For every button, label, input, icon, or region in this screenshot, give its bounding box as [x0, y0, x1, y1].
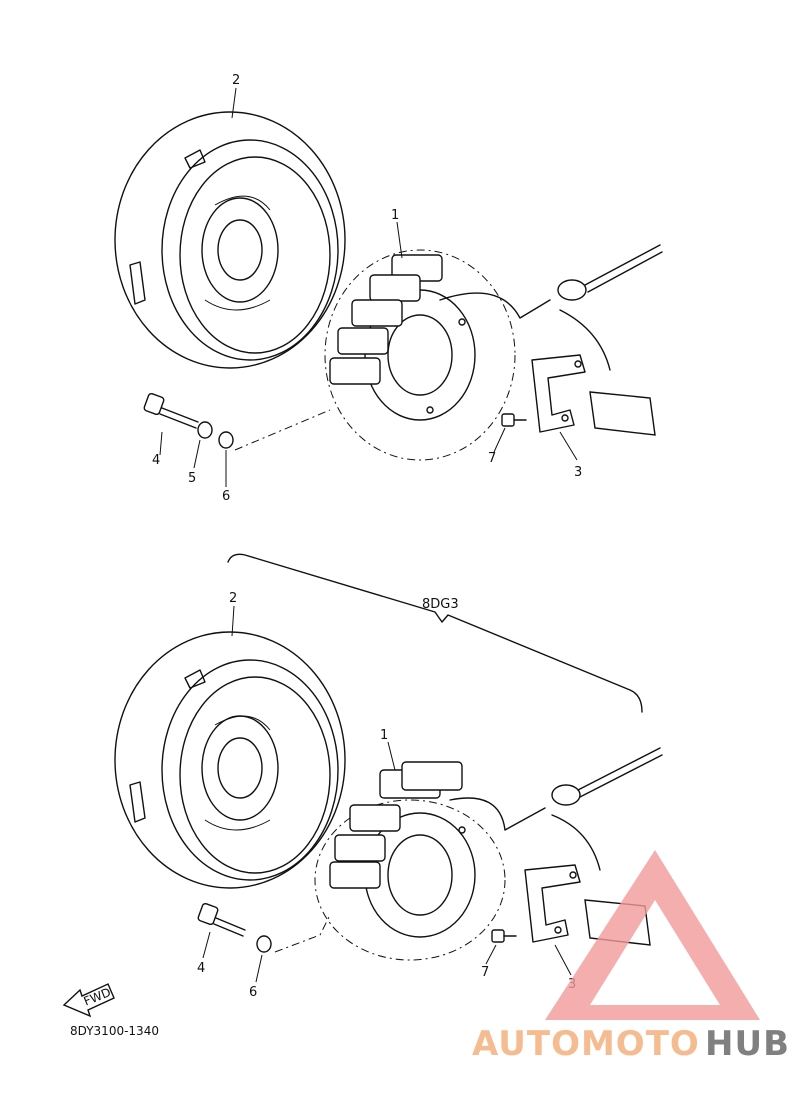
bottom-label-part-6: 6 — [249, 985, 257, 1000]
top-label-part-5: 5 — [188, 471, 196, 486]
bottom-label-part-4: 4 — [197, 961, 205, 976]
diagram-code: 8DY3100-1340 — [70, 1024, 159, 1038]
bottom-label-part-1: 1 — [380, 728, 388, 743]
top-bolt-4 — [143, 392, 199, 429]
top-label-part-1: 1 — [391, 208, 399, 223]
fwd-arrow-icon: FWD — [62, 983, 115, 1018]
variant-brace — [227, 553, 643, 713]
top-washer-6 — [218, 431, 234, 449]
top-label-part-6: 6 — [222, 489, 230, 504]
bottom-bolt-4 — [197, 902, 246, 937]
top-stator — [324, 249, 516, 461]
top-assembly — [114, 87, 663, 487]
watermark-triangle-icon — [545, 850, 760, 1020]
variant-code-label: 8DG3 — [422, 597, 459, 612]
watermark-text-part1: AUTOMOTO — [472, 1024, 700, 1064]
top-label-part-7: 7 — [488, 451, 496, 466]
bottom-label-part-2: 2 — [229, 591, 237, 606]
top-label-part-3: 3 — [574, 465, 582, 480]
bottom-assembly — [114, 605, 663, 983]
bottom-rotor — [114, 631, 346, 889]
top-rotor — [114, 111, 346, 369]
top-bracket — [531, 354, 586, 433]
bottom-stator — [314, 761, 506, 961]
watermark-logo: AUTOMOTO HUB — [472, 850, 790, 1064]
top-washer-5 — [197, 421, 213, 439]
top-wire-harness — [439, 244, 663, 436]
top-label-part-2: 2 — [232, 73, 240, 88]
top-label-part-4: 4 — [152, 453, 160, 468]
bottom-label-part-7: 7 — [481, 965, 489, 980]
watermark-text-part2: HUB — [705, 1024, 790, 1064]
top-screw-7 — [501, 413, 527, 427]
bottom-washer-6 — [256, 935, 272, 953]
bottom-bracket — [524, 864, 581, 943]
bottom-screw-7 — [491, 929, 517, 943]
